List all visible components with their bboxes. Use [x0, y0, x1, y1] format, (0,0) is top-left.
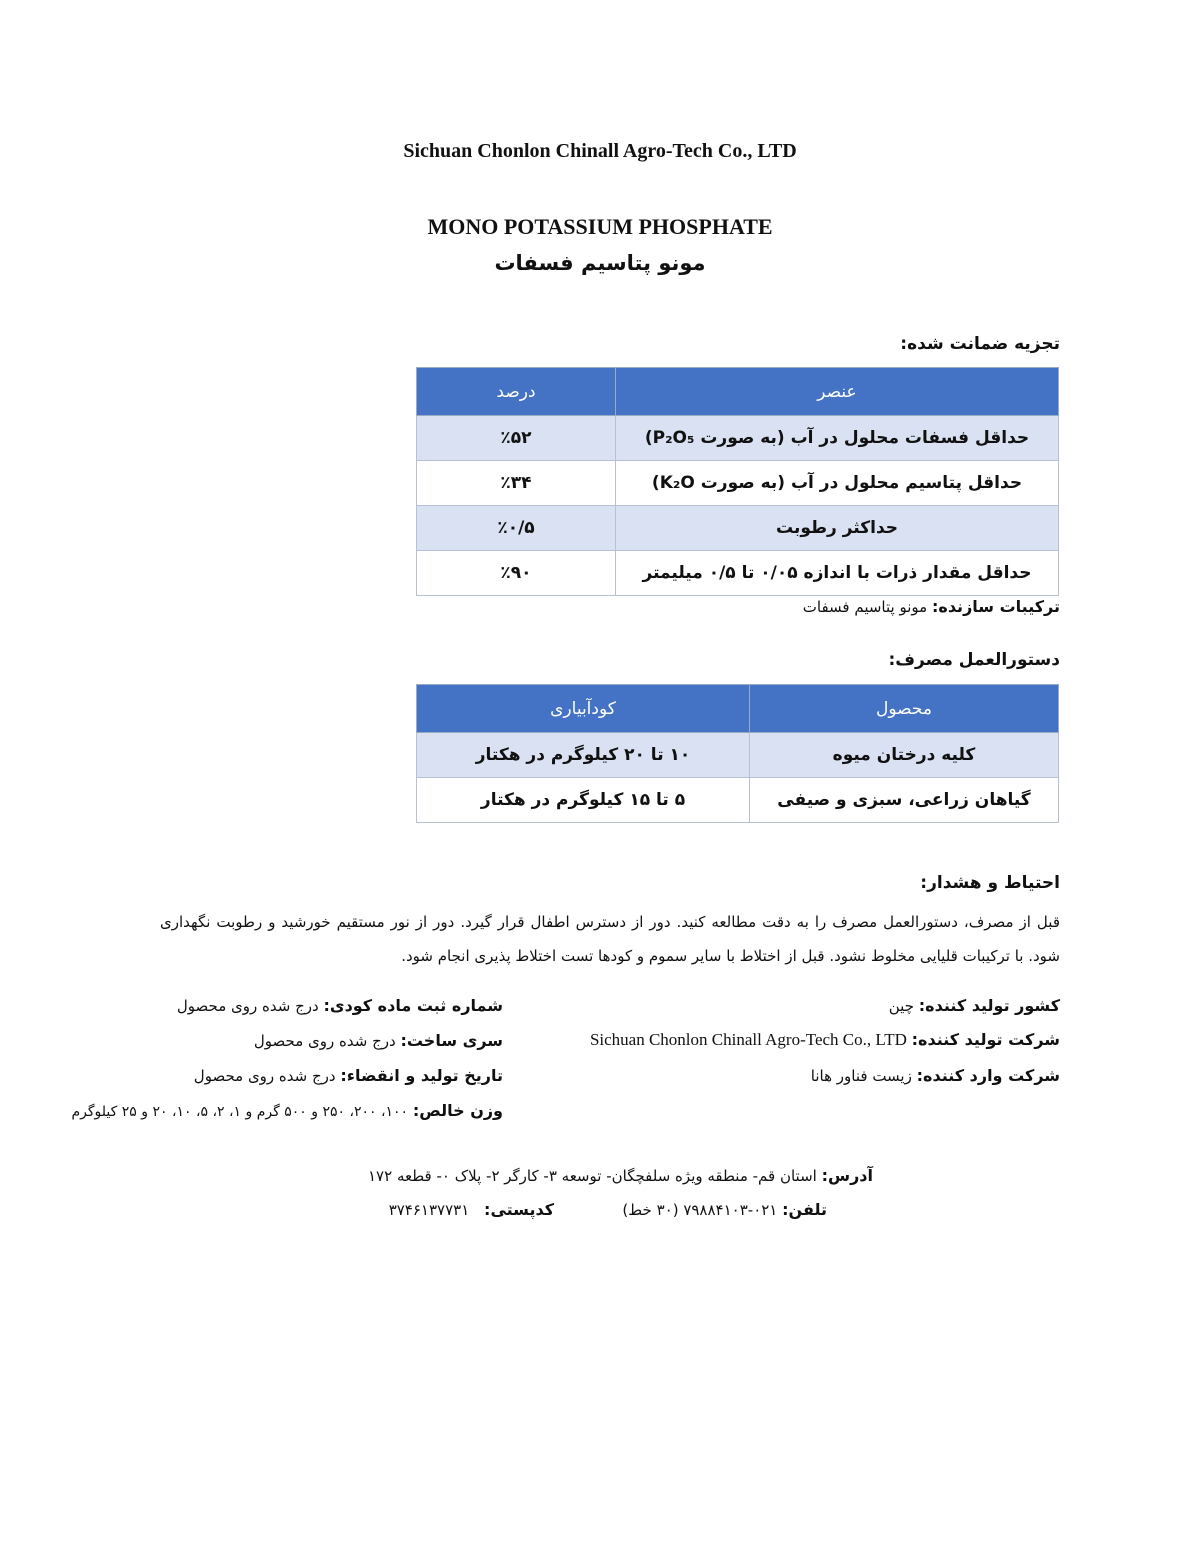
product-name-en: MONO POTASSIUM PHOSPHATE: [427, 214, 773, 239]
weight-label: وزن خالص:: [412, 1101, 503, 1120]
element-cell: حداقل پتاسیم محلول در آب (به صورت K₂O): [615, 460, 1059, 506]
postal-label: کدپستی:: [484, 1200, 554, 1219]
percent-cell: ٪۹۰: [416, 550, 616, 596]
table-row: حداکثر رطوبت ٪۰/۵: [416, 505, 1059, 551]
address-label: آدرس:: [821, 1166, 873, 1185]
batch-label: سری ساخت:: [400, 1031, 503, 1050]
percent-cell: ٪۳۴: [416, 460, 616, 506]
manufacturer-line: شرکت تولید کننده: Sichuan Chonlon Chinal…: [590, 1030, 1060, 1050]
fertigation-cell: ۵ تا ۱۵ کیلوگرم در هکتار: [416, 777, 750, 823]
col-product-header: محصول: [749, 684, 1059, 733]
weight-line: وزن خالص: ۱۰۰، ۲۰۰، ۲۵۰ و ۵۰۰ گرم و ۱، ۲…: [71, 1101, 503, 1120]
manufacturer-value: Sichuan Chonlon Chinall Agro-Tech Co., L…: [589, 1030, 907, 1049]
percent-cell: ٪۰/۵: [416, 505, 616, 551]
dates-line: تاریخ تولید و انقضاء: درج شده روی محصول: [194, 1066, 503, 1085]
registration-line: شماره ثبت ماده کودی: درج شده روی محصول: [177, 996, 503, 1015]
col-element-header: عنصر: [615, 367, 1059, 416]
phone-value: ۰۲۱-۷۹۸۸۴۱۰۳ (۳۰ خط): [622, 1201, 778, 1219]
manufacturer-label: شرکت تولید کننده:: [911, 1030, 1060, 1049]
usage-table: محصول کودآبیاری کلیه درختان میوه ۱۰ تا ۲…: [416, 684, 1059, 823]
phone-label: تلفن:: [782, 1200, 827, 1219]
country-label: کشور تولید کننده:: [918, 996, 1060, 1015]
batch-value: درج شده روی محصول: [253, 1032, 396, 1050]
element-cell: حداقل فسفات محلول در آب (به صورت P₂O₅): [615, 415, 1059, 461]
warning-text: قبل از مصرف، دستورالعمل مصرف را به دقت م…: [160, 913, 1060, 965]
address-line: آدرس: استان قم- منطقه ویژه سلفچگان- توسع…: [368, 1166, 873, 1185]
element-cell: حداقل مقدار ذرات با اندازه ۰/۰۵ تا ۰/۵ م…: [615, 550, 1059, 596]
dates-value: درج شده روی محصول: [193, 1067, 336, 1085]
warning-title: احتیاط و هشدار:: [920, 873, 1060, 893]
batch-line: سری ساخت: درج شده روی محصول: [254, 1031, 503, 1050]
dates-label: تاریخ تولید و انقضاء:: [340, 1066, 503, 1085]
element-cell: حداکثر رطوبت: [615, 505, 1059, 551]
percent-cell: ٪۵۲: [416, 415, 616, 461]
postal-line: کدپستی: ۳۷۴۶۱۳۷۷۳۱: [389, 1200, 554, 1219]
table-row: حداقل پتاسیم محلول در آب (به صورت K₂O) ٪…: [416, 460, 1059, 506]
col-percent-header: درصد: [416, 367, 616, 416]
importer-value: زیست فناور هانا: [810, 1067, 912, 1085]
table-row: حداقل فسفات محلول در آب (به صورت P₂O₅) ٪…: [416, 415, 1059, 461]
analysis-table: عنصر درصد حداقل فسفات محلول در آب (به صو…: [416, 367, 1059, 596]
registration-value: درج شده روی محصول: [176, 997, 319, 1015]
weight-value: ۱۰۰، ۲۰۰، ۲۵۰ و ۵۰۰ گرم و ۱، ۲، ۵، ۱۰، ۲…: [71, 1104, 409, 1120]
country-line: کشور تولید کننده: چین: [889, 996, 1060, 1015]
product-name-fa: مونو پتاسیم فسفات: [494, 251, 706, 275]
postal-value: ۳۷۴۶۱۳۷۷۳۱: [388, 1201, 470, 1219]
country-value: چین: [888, 997, 914, 1015]
table-row: حداقل مقدار ذرات با اندازه ۰/۰۵ تا ۰/۵ م…: [416, 550, 1059, 596]
address-value: استان قم- منطقه ویژه سلفچگان- توسعه ۳- ک…: [368, 1167, 817, 1185]
composition-value: مونو پتاسیم فسفات: [802, 598, 928, 616]
col-fertigation-header: کودآبیاری: [416, 684, 750, 733]
product-cell: کلیه درختان میوه: [749, 732, 1059, 778]
phone-line: تلفن: ۰۲۱-۷۹۸۸۴۱۰۳ (۳۰ خط): [622, 1200, 827, 1219]
analysis-title: تجزیه ضمانت شده:: [900, 334, 1060, 354]
registration-label: شماره ثبت ماده کودی:: [323, 996, 504, 1015]
composition-line: ترکیبات سازنده: مونو پتاسیم فسفات: [803, 597, 1060, 616]
company-title: Sichuan Chonlon Chinall Agro-Tech Co., L…: [403, 140, 797, 162]
composition-label: ترکیبات سازنده:: [931, 597, 1060, 616]
product-cell: گیاهان زراعی، سبزی و صیفی: [749, 777, 1059, 823]
importer-label: شرکت وارد کننده:: [916, 1066, 1060, 1085]
table-row: گیاهان زراعی، سبزی و صیفی ۵ تا ۱۵ کیلوگر…: [416, 777, 1059, 823]
table-row: کلیه درختان میوه ۱۰ تا ۲۰ کیلوگرم در هکت…: [416, 732, 1059, 778]
fertigation-cell: ۱۰ تا ۲۰ کیلوگرم در هکتار: [416, 732, 750, 778]
usage-title: دستورالعمل مصرف:: [888, 650, 1060, 670]
importer-line: شرکت وارد کننده: زیست فناور هانا: [811, 1066, 1060, 1085]
